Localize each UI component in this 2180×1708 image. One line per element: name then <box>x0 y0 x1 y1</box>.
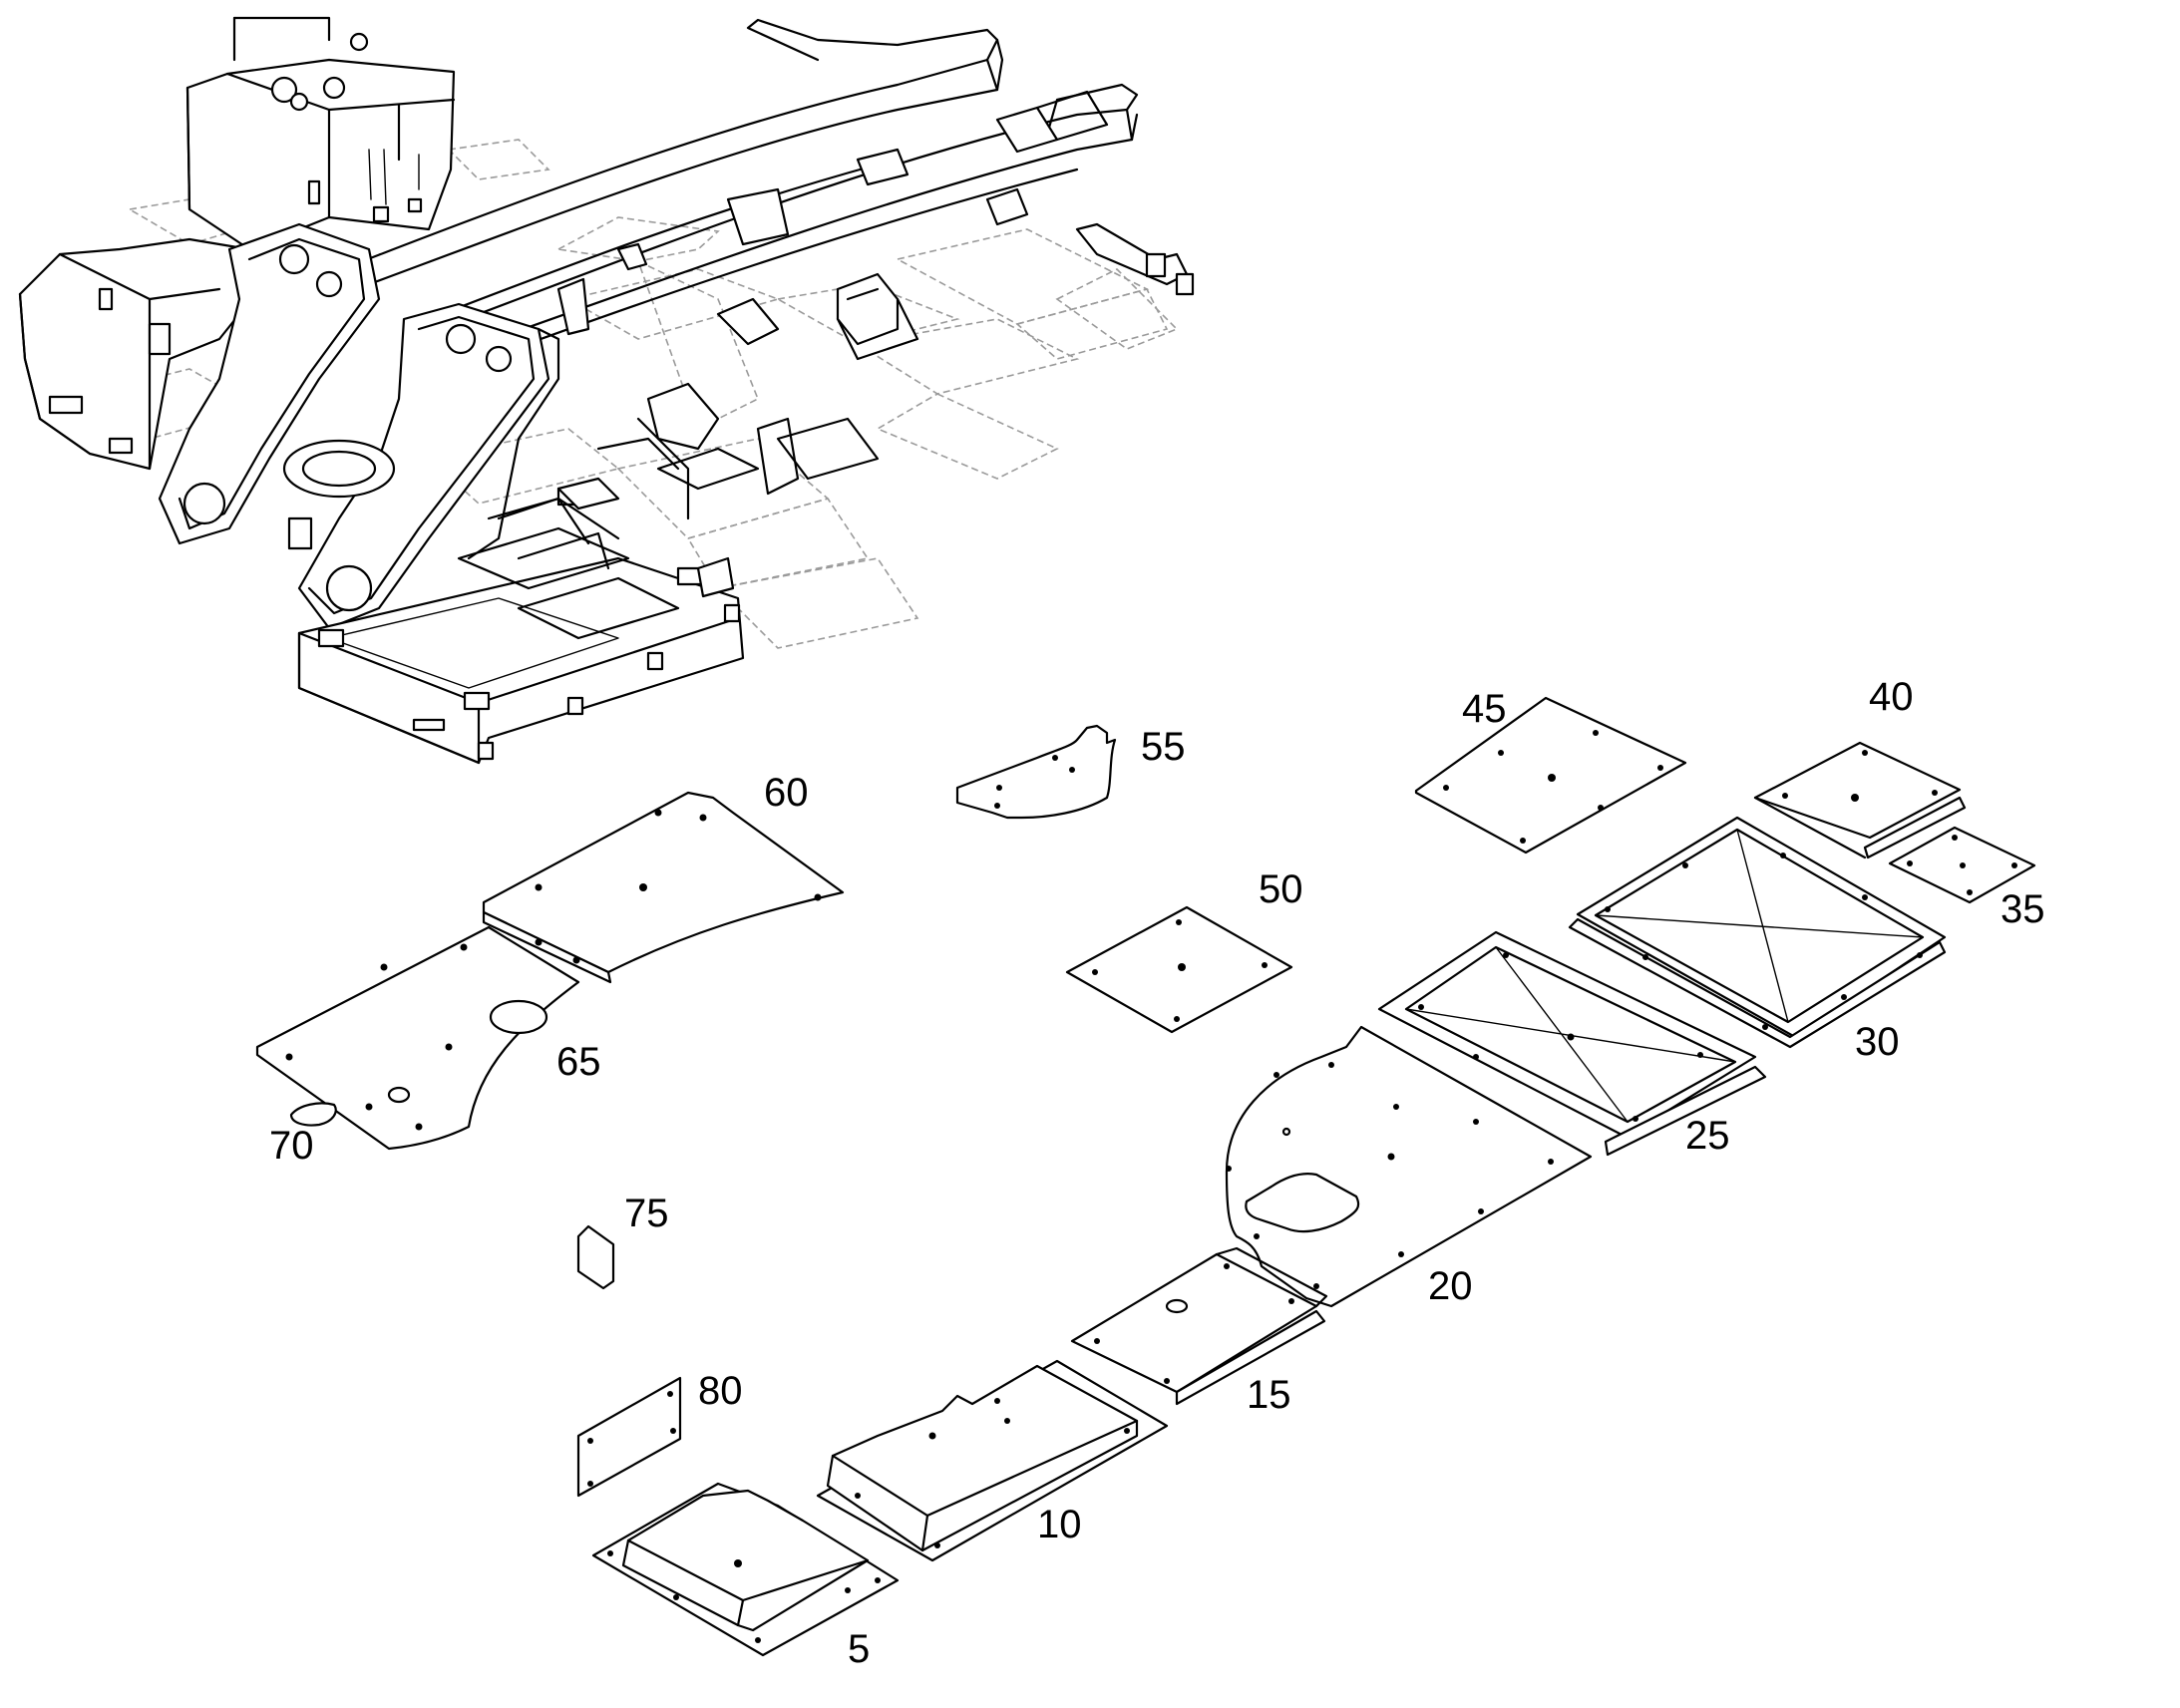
part-45 <box>1414 696 1687 854</box>
cover-plate-65 <box>255 925 580 1151</box>
part-65 <box>255 925 580 1151</box>
callout-30: 30 <box>1855 1020 1900 1064</box>
callout-60: 60 <box>764 771 809 815</box>
callout-10: 10 <box>1037 1503 1082 1546</box>
callout-labels: 5 10 15 20 25 30 35 40 45 50 55 60 65 70… <box>269 675 2045 1671</box>
cover-plate-10 <box>826 1364 1139 1552</box>
part-60 <box>482 791 845 984</box>
callout-20: 20 <box>1428 1264 1473 1308</box>
callout-70: 70 <box>269 1124 314 1168</box>
callout-25: 25 <box>1685 1114 1730 1158</box>
plate-75 <box>576 1224 615 1290</box>
swing-ring <box>282 439 396 499</box>
tank-body <box>185 58 456 251</box>
callout-5: 5 <box>848 1627 870 1671</box>
callout-35: 35 <box>2000 887 2045 931</box>
callout-50: 50 <box>1259 867 1303 911</box>
part-70 <box>289 1102 337 1127</box>
cover-plate-5 <box>621 1489 870 1632</box>
callout-40: 40 <box>1869 675 1914 719</box>
part-15 <box>1070 1246 1328 1406</box>
cover-plate-60 <box>482 791 845 974</box>
callout-45: 45 <box>1462 687 1507 731</box>
plate-80 <box>576 1376 682 1498</box>
part-20 <box>1225 1025 1593 1308</box>
callout-65: 65 <box>556 1040 601 1084</box>
part-30 <box>1568 816 1947 1049</box>
upper-frame-assembly <box>18 16 1195 765</box>
part-35 <box>1888 826 2036 904</box>
cover-plate-40 <box>1753 741 1962 840</box>
part-55 <box>955 724 1117 820</box>
part-10 <box>816 1359 1169 1562</box>
boom-lug-left <box>158 222 381 545</box>
part-80 <box>576 1376 682 1498</box>
callout-75: 75 <box>624 1192 669 1235</box>
callout-80: 80 <box>698 1369 743 1413</box>
part-75 <box>576 1224 615 1290</box>
callout-55: 55 <box>1141 725 1186 769</box>
cover-plate-20 <box>1225 1025 1593 1308</box>
part-40 <box>1753 741 1967 859</box>
cover-plate-55 <box>955 724 1117 820</box>
part-50 <box>1065 905 1293 1034</box>
callout-15: 15 <box>1247 1373 1291 1417</box>
gasket-70 <box>289 1102 337 1127</box>
part-5 <box>591 1482 900 1657</box>
part-25 <box>1377 930 1767 1157</box>
